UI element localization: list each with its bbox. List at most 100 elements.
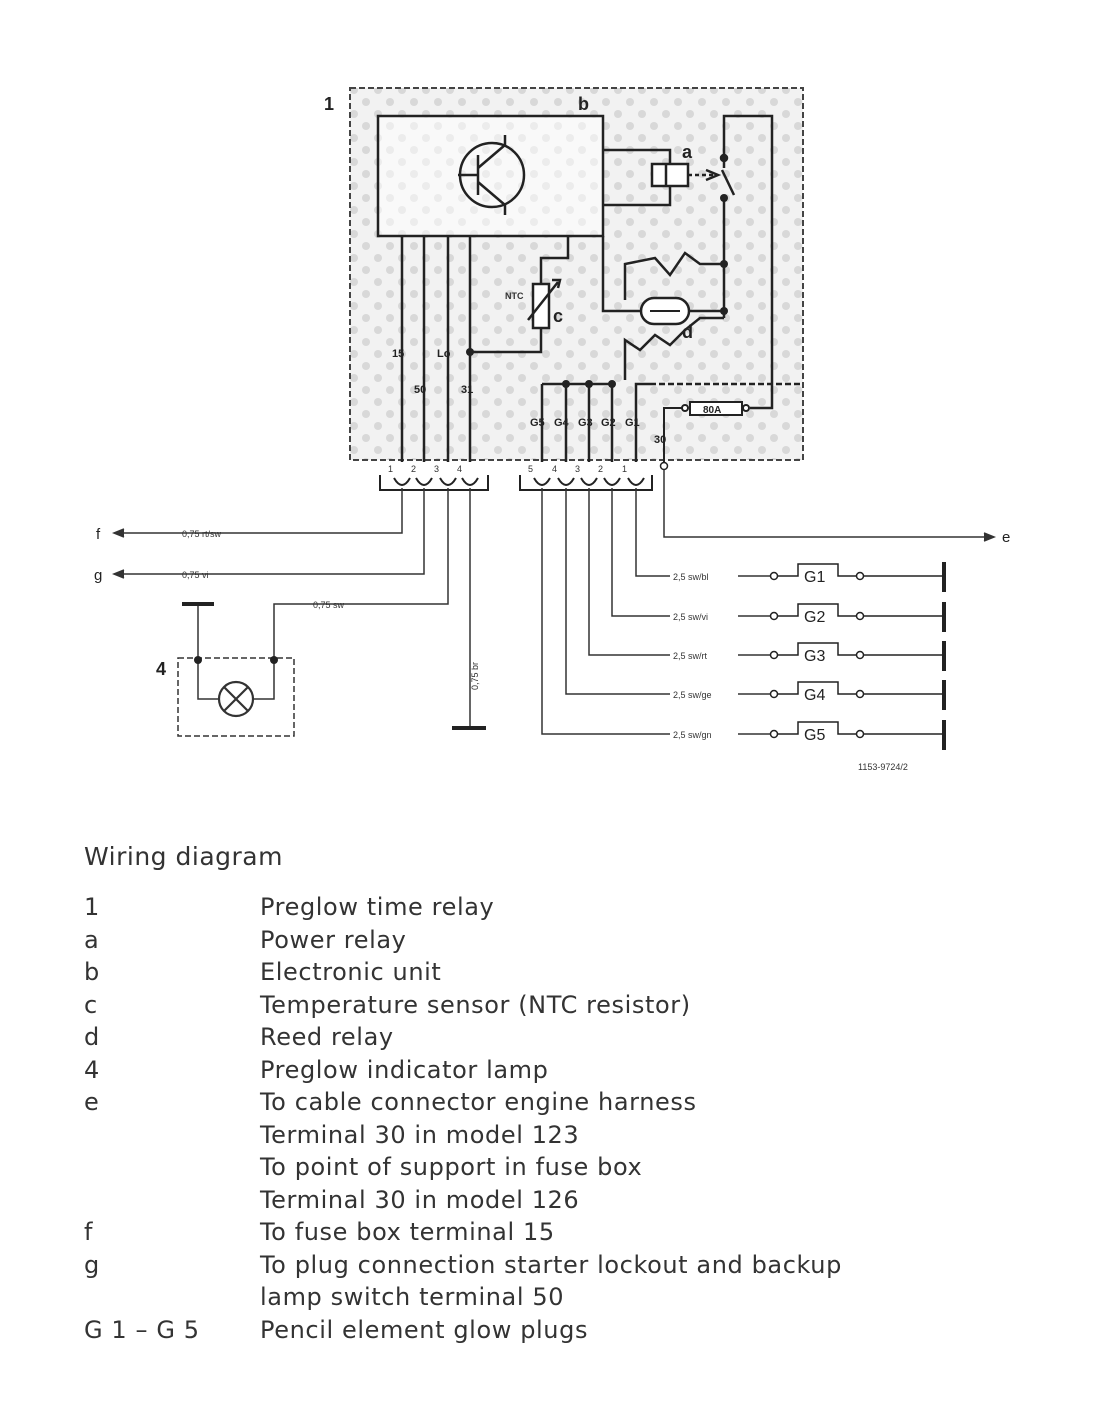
electronic-unit [376, 114, 605, 238]
legend-key: b [84, 958, 100, 986]
glow-plug-wires [541, 488, 770, 735]
terminal-15: 15 [392, 348, 404, 360]
legend-item: 1 Preglow time relay [84, 891, 1044, 924]
glow-wire-4-spec: 2,5 sw/ge [673, 690, 712, 700]
glow-wire-2-spec: 2,5 sw/vi [673, 612, 708, 622]
pin-right-3: 3 [575, 464, 580, 474]
power-relay [603, 148, 736, 207]
glow-bus [540, 382, 800, 462]
wire-g-spec: 0,75 vi [182, 570, 209, 580]
legend-key: f [84, 1218, 94, 1246]
legend-line: Preglow time relay [260, 893, 495, 921]
transistor-symbol [458, 135, 526, 215]
glow-wire-3-spec: 2,5 sw/rt [673, 651, 708, 661]
electronic-unit-label: b [578, 94, 589, 114]
node-dot-31 [466, 348, 474, 356]
node-dots [720, 194, 728, 315]
legend-key: G 1 – G 5 [84, 1315, 200, 1344]
terminal-lo: Lo [437, 348, 451, 360]
pin-left-3: 3 [434, 464, 439, 474]
terminal-g1: G1 [625, 417, 640, 429]
legend-item: b Electronic unit [84, 956, 1044, 989]
glow-bus-dots [562, 380, 616, 388]
legend-key: 1 [84, 893, 100, 921]
legend-title: Wiring diagram [84, 842, 283, 871]
wire-lamp-spec: 0,75 sw [313, 600, 345, 610]
legend-item: f To fuse box terminal 15 [84, 1216, 1044, 1249]
glow-wire-5-spec: 2,5 sw/gn [673, 730, 712, 740]
legend-line: To point of support in fuse box [260, 1153, 643, 1181]
glow-plug-g1 [769, 562, 946, 592]
legend-item: a Power relay [84, 924, 1044, 957]
indicator-lamp [177, 602, 295, 737]
plug-label-g4: G4 [804, 687, 825, 704]
figure-number: 1153-9724/2 [858, 762, 908, 772]
legend: Wiring diagram 1 Preglow time relay a Power… [84, 842, 1044, 1346]
pin-left-1: 1 [388, 464, 393, 474]
legend-description: Preglow time relay [260, 891, 1044, 924]
fuse-label: 80A [703, 405, 721, 416]
g-label: g [94, 567, 102, 584]
legend-key: c [84, 990, 98, 1019]
legend-line: Preglow indicator lamp [260, 1055, 549, 1084]
legend-line: Reed relay [260, 1023, 394, 1051]
legend-description: Temperature sensor (NTC resistor) [260, 989, 1044, 1022]
legend-key: g [84, 1250, 100, 1279]
wire-ground-spec: 0,75 br [470, 662, 480, 690]
legend-line: To plug connection starter lockout and b… [260, 1250, 842, 1279]
legend-item: c Temperature sensor (NTC resistor) [84, 989, 1044, 1022]
wire-e [663, 470, 997, 542]
legend-line: To fuse box terminal 15 [260, 1218, 555, 1246]
ntc-sensor [470, 236, 570, 354]
glow-plug-g5 [769, 720, 946, 750]
fuse-80a [663, 401, 750, 462]
terminal-g3: G3 [578, 417, 593, 429]
legend-key: a [84, 925, 100, 954]
connector-left [379, 475, 489, 491]
wire-lamp [273, 488, 449, 660]
terminal-g5: G5 [530, 417, 545, 429]
reed-relay [639, 296, 691, 326]
legend-description: To plug connection starter lockout and b… [260, 1249, 1044, 1314]
relay-label: 1 [324, 94, 334, 114]
terminal-g4: G4 [554, 417, 570, 429]
sensor-label: c [553, 306, 563, 326]
terminal-31: 31 [461, 384, 473, 396]
legend-line: To cable connector engine harness [260, 1088, 697, 1116]
legend-description: Power relay [260, 924, 1044, 957]
legend-description: Reed relay [260, 1021, 1044, 1054]
legend-key: 4 [84, 1055, 100, 1084]
plug-label-g2: G2 [804, 609, 825, 626]
terminal-30-eyelet [659, 461, 669, 471]
glow-plug-g4 [769, 680, 946, 710]
wire-f [111, 488, 403, 538]
power-relay-label: a [682, 142, 693, 162]
legend-item: 4 Preglow indicator lamp [84, 1054, 1044, 1087]
legend-item: g To plug connection starter lockout and … [84, 1249, 1044, 1314]
legend-line: Electronic unit [260, 958, 442, 986]
pin-right-1: 1 [622, 464, 627, 474]
legend-line: Temperature sensor (NTC resistor) [260, 990, 691, 1019]
legend-description: Preglow indicator lamp [260, 1054, 1044, 1087]
legend-line: Pencil element glow plugs [260, 1315, 589, 1344]
wiring-diagram: 1 b a d [94, 87, 1010, 772]
lamp-node-dots [194, 656, 278, 664]
terminal-g2: G2 [601, 417, 616, 429]
plug-label-g3: G3 [804, 648, 825, 665]
pin-left-2: 2 [411, 464, 416, 474]
plug-label-g5: G5 [804, 727, 825, 744]
wire-f-spec: 0,75 rt/sw [182, 529, 222, 539]
legend-line: Terminal 30 in model 126 [260, 1185, 580, 1214]
wire-g [111, 488, 425, 579]
relay-contact-chain [601, 114, 774, 410]
plug-label-g1: G1 [804, 569, 825, 586]
pin-right-2: 2 [598, 464, 603, 474]
connector-right [519, 475, 653, 491]
legend-list: 1 Preglow time relay a Power relay b Electron… [84, 891, 1044, 1346]
legend-line: Power relay [260, 925, 407, 954]
pin-right-5: 5 [528, 464, 533, 474]
terminal-50: 50 [414, 384, 426, 396]
glow-wire-1-spec: 2,5 sw/bl [673, 572, 709, 582]
